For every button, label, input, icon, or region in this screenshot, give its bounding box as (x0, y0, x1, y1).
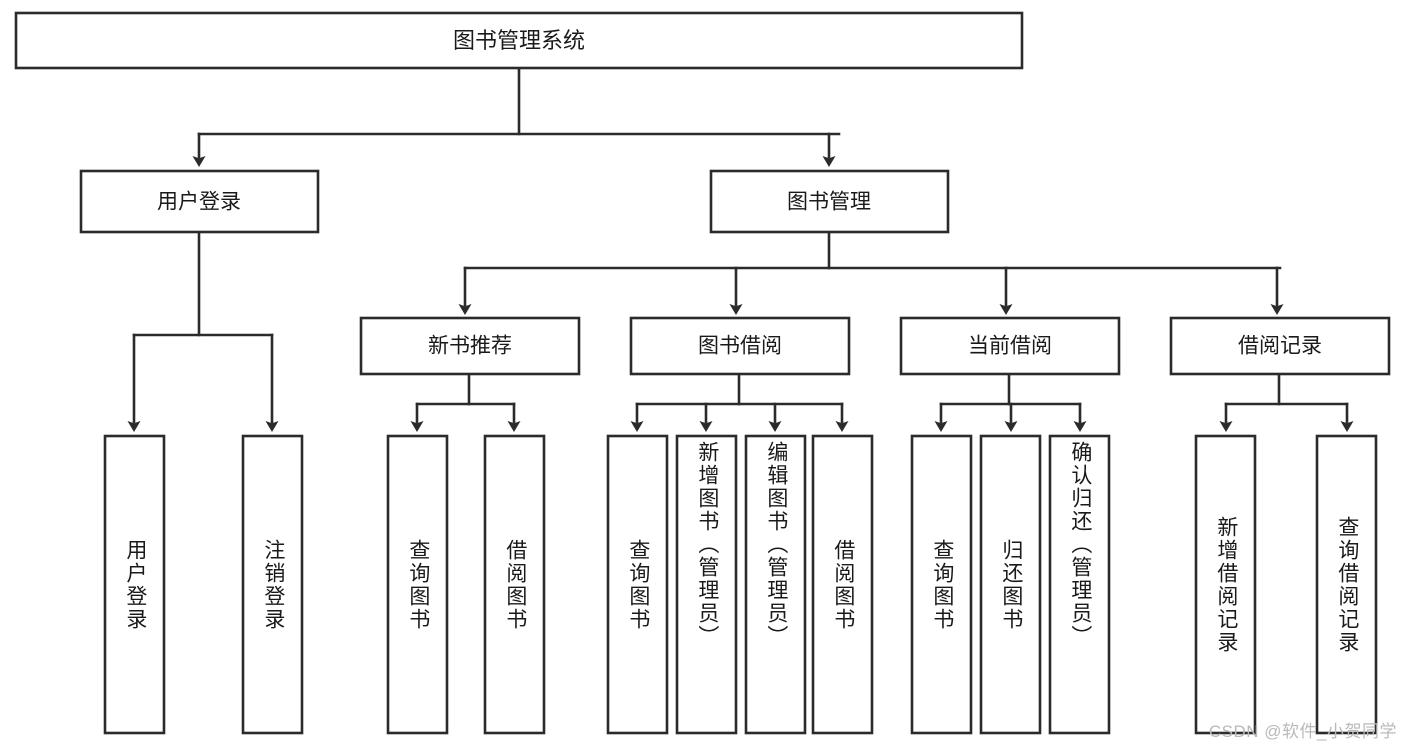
leaf-box-edit-book-admin[interactable] (744, 434, 807, 735)
leaf-box-logout[interactable] (241, 434, 304, 735)
leaf-box-add-book-admin[interactable] (675, 434, 738, 735)
node-new-book-recommend[interactable]: 新书推荐 (359, 316, 581, 376)
node-book-borrow[interactable]: 图书借阅 (629, 316, 851, 376)
csdn-watermark: CSDN @软件_小贺同学 (1208, 722, 1397, 741)
node-user-login-label: 用户登录 (157, 191, 241, 214)
leaf-box-user-login[interactable] (103, 434, 166, 735)
leaf-boxes (103, 434, 1378, 735)
connector-borrow-to-leaves (630, 372, 849, 432)
leaf-box-return-book[interactable] (979, 434, 1042, 735)
leaf-box-query-book-3[interactable] (910, 434, 973, 735)
connector-userlogin-to-leaves (127, 230, 279, 432)
leaf-box-add-borrow-record[interactable] (1194, 434, 1257, 735)
node-root-label: 图书管理系统 (453, 28, 585, 53)
node-borrow-record-label: 借阅记录 (1238, 335, 1322, 358)
node-book-management[interactable]: 图书管理 (709, 169, 950, 234)
node-current-borrow-label: 当前借阅 (968, 335, 1052, 358)
leaf-box-query-book-1[interactable] (386, 434, 449, 735)
connector-root-to-level2 (192, 66, 841, 167)
node-borrow-record[interactable]: 借阅记录 (1169, 316, 1391, 376)
connector-record-to-leaves (1219, 372, 1354, 432)
leaf-box-borrow-book-1[interactable] (483, 434, 546, 735)
node-user-login[interactable]: 用户登录 (79, 169, 320, 234)
node-root-book-management-system[interactable]: 图书管理系统 (14, 11, 1024, 70)
leaf-box-borrow-book-2[interactable] (811, 434, 874, 735)
node-current-borrow[interactable]: 当前借阅 (899, 316, 1121, 376)
leaf-box-confirm-return-admin[interactable] (1048, 434, 1111, 735)
leaf-box-query-book-2[interactable] (606, 434, 669, 735)
connector-bookmgmt-to-level3 (458, 230, 1284, 315)
leaf-box-query-borrow-record[interactable] (1315, 434, 1378, 735)
node-book-borrow-label: 图书借阅 (698, 335, 782, 358)
node-new-book-recommend-label: 新书推荐 (428, 335, 512, 358)
node-book-management-label: 图书管理 (787, 191, 871, 214)
connector-newbook-to-leaves (410, 372, 521, 432)
connector-current-to-leaves (934, 372, 1087, 432)
